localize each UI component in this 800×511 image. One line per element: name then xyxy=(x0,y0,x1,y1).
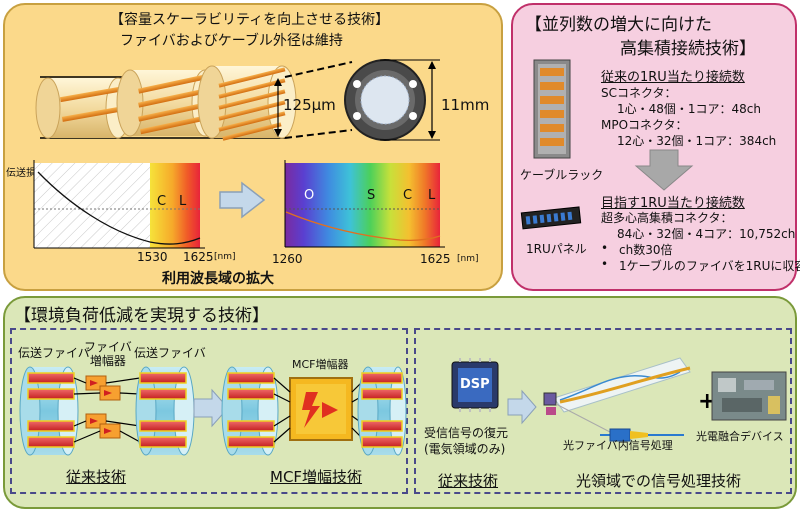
conventional-amplifier-diagram xyxy=(19,366,407,456)
tick-1625-after: 1625 xyxy=(420,252,451,266)
1ru-panel-image xyxy=(520,206,582,230)
tick-1625-before: 1625 xyxy=(183,250,214,264)
mcf-tech-label: MCF増幅技術 xyxy=(270,468,363,486)
bullet-marker-2: • xyxy=(601,257,609,271)
fiber-diameter-label: 125μm xyxy=(283,96,336,114)
bullet-1: ch数30倍 xyxy=(619,243,673,257)
band-o: O xyxy=(304,188,315,203)
dsp-chip-icon xyxy=(451,358,499,412)
tick-1260: 1260 xyxy=(272,252,303,266)
conventional-tech-label-1: 従来技術 xyxy=(66,468,127,486)
target-heading: 目指す1RU当たり接続数 xyxy=(601,196,745,211)
opto-device-label: 光電融合デバイス xyxy=(696,430,784,443)
expand-arrow-icon xyxy=(219,181,266,219)
wavelength-chart-after xyxy=(284,160,445,248)
label-fiber-left: 伝送ファイバ xyxy=(18,346,90,360)
optical-domain-label: 光領域での信号処理技術 xyxy=(576,472,742,490)
bullet-2: 1ケーブルのファイバを1RUに収容 xyxy=(619,259,800,273)
opto-electronic-device-image xyxy=(711,371,787,421)
multi-label: 超多心高集積コネクタ： xyxy=(601,211,733,225)
wavelength-caption: 利用波長域の拡大 xyxy=(162,271,274,287)
unit-before: [nm] xyxy=(214,252,236,262)
environment-title: 【環境負荷低減を実現する技術】 xyxy=(14,306,269,326)
dsp-label: DSP xyxy=(460,377,490,392)
sc-detail: 1心・48個・1コア：48ch xyxy=(617,102,762,116)
label-fiber-amp: ファイバ 増幅器 xyxy=(84,340,132,368)
cable-cross-section xyxy=(344,59,426,141)
mpo-detail: 12心・32個・1コア：384ch xyxy=(617,134,777,148)
tick-1530: 1530 xyxy=(137,250,168,264)
band-l-after: L xyxy=(428,188,436,203)
down-arrow-icon xyxy=(634,149,694,191)
cable-diameter-label: 11mm xyxy=(441,96,490,114)
rack-label: ケーブルラック xyxy=(520,168,604,182)
band-l-before: L xyxy=(179,194,187,209)
wavelength-chart-before xyxy=(33,160,205,249)
signal-processing-section xyxy=(414,328,792,494)
fiber-cylinder-3 xyxy=(197,65,297,141)
recovery-line2: (電気領域のみ) xyxy=(424,442,506,456)
optical-processing-label: 光ファイバ内信号処理 xyxy=(563,439,673,452)
loss-axis-label: 伝送損失 xyxy=(6,168,46,179)
band-s: S xyxy=(367,188,376,203)
mcf-amp-label: MCF増幅器 xyxy=(292,358,349,371)
fiber-cylinder-2 xyxy=(116,69,219,137)
cable-rack-image xyxy=(533,59,571,159)
capacity-subtitle: ファイバおよびケーブル外径は維持 xyxy=(120,33,343,49)
bullet-marker-1: • xyxy=(601,241,609,255)
unit-after: [nm] xyxy=(457,254,479,264)
connection-title-line1: 【並列数の増大に向けた xyxy=(525,15,712,35)
connection-title-line2: 高集積接続技術】 xyxy=(620,39,756,59)
band-c-after: C xyxy=(403,188,413,203)
label-fiber-right: 伝送ファイバ xyxy=(134,346,206,360)
recovery-line1: 受信信号の復元 xyxy=(424,426,509,440)
current-heading: 従来の1RU当たり接続数 xyxy=(601,70,745,85)
band-c-before: C xyxy=(157,194,167,209)
capacity-title: 【容量スケーラビリティを向上させる技術】 xyxy=(110,12,390,28)
mcf-amplifier-box xyxy=(289,377,353,441)
amplifier-section xyxy=(10,328,408,494)
conventional-tech-label-2: 従来技術 xyxy=(438,472,499,490)
mpo-label: MPOコネクタ： xyxy=(601,118,688,132)
multi-detail: 84心・32個・4コア：10,752ch xyxy=(617,227,796,241)
panel-label: 1RUパネル xyxy=(526,242,587,256)
sc-label: SCコネクタ： xyxy=(601,86,677,100)
multicore-fiber-illustration xyxy=(35,59,440,141)
